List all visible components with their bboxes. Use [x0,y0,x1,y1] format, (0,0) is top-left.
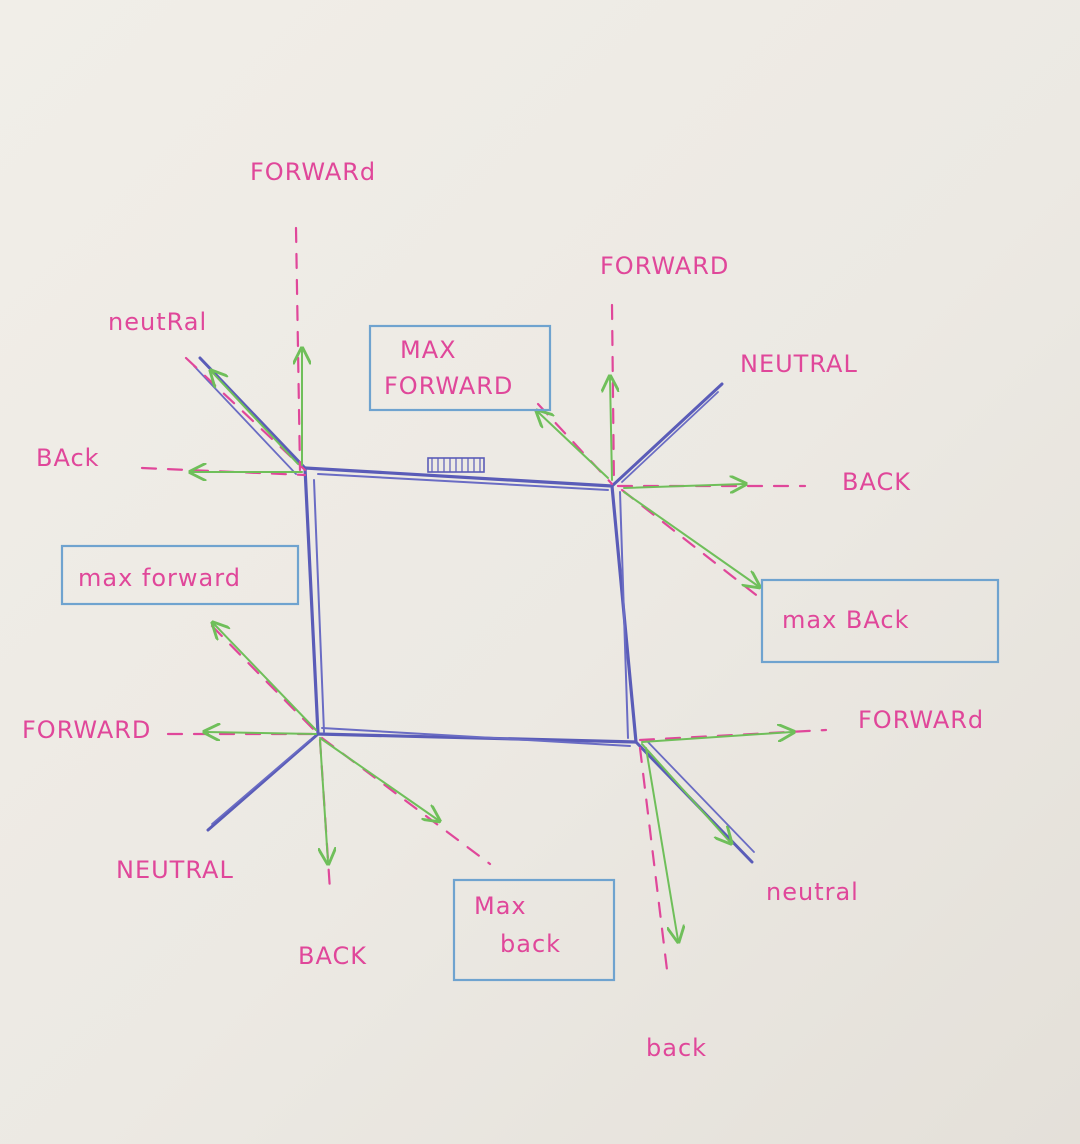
hatch-mark [427,457,485,473]
label-max-forward-top-line2: FORWARD [384,372,513,400]
max-back-box-right [760,578,1000,664]
center-frame [303,457,638,747]
max-forward-box-left [60,544,300,606]
label-bottom-left-neutral: NEUTRAL [116,856,234,884]
label-top-right-neutral: NEUTRAL [740,350,858,378]
label-max-back-right: max BAck [782,606,909,634]
label-bottom-left-back: BACK [298,942,367,970]
max-back-box-bottom [452,878,616,982]
label-top-right-forward: FORWARD [600,252,729,280]
max-forward-box-top [368,324,552,412]
label-max-back-bottom-line2: back [500,930,561,958]
direction-arrows [192,350,792,940]
label-max-back-bottom-line1: Max [474,892,527,920]
label-top-right-back: BACK [842,468,911,496]
label-bottom-left-forward: FORWARD [22,716,151,744]
label-bottom-right-neutral: neutral [766,878,859,906]
label-bottom-right-back: back [646,1034,707,1062]
label-max-forward-left: max forward [78,564,241,592]
label-top-left-back: BAck [36,444,100,472]
label-bottom-right-forward: FORWARd [858,706,984,734]
label-top-left-neutral: neutRal [108,308,207,336]
corner-legs [193,356,755,864]
label-max-forward-top-line1: MAX [400,336,457,364]
label-top-left-forward: FORWARd [250,158,376,186]
